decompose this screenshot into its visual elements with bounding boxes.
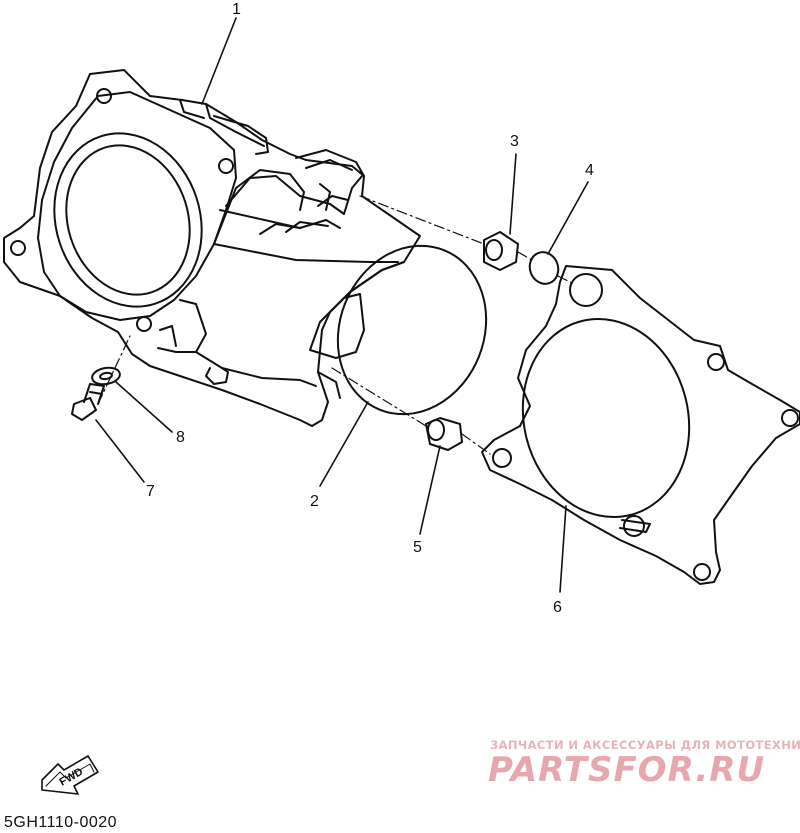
leader-5 xyxy=(419,445,441,535)
cylinder-gasket-part-6 xyxy=(481,265,800,585)
watermark-brand: PARTSFOR.RU xyxy=(488,750,766,790)
leader-2 xyxy=(319,401,369,487)
watermark-tagline: ЗАПЧАСТИ И АКСЕССУАРЫ ДЛЯ МОТОТЕХНИКИ xyxy=(490,738,800,752)
callout-3: 3 xyxy=(510,133,519,150)
fwd-arrow-icon: FWD xyxy=(41,755,99,795)
callout-5: 5 xyxy=(413,539,422,556)
leader-3 xyxy=(509,153,517,235)
gasket-part-2 xyxy=(336,244,488,416)
callout-1: 1 xyxy=(232,1,241,18)
bolt-part-7 xyxy=(71,383,105,421)
leader-4 xyxy=(547,181,589,255)
o-ring-part-4 xyxy=(528,251,560,285)
leader-6 xyxy=(559,505,567,593)
alignment-lines xyxy=(97,195,575,455)
leader-8 xyxy=(115,381,173,433)
leader-7 xyxy=(95,419,145,483)
leader-1 xyxy=(201,17,237,105)
callout-7: 7 xyxy=(146,483,155,500)
cylinder-part-1 xyxy=(3,69,421,427)
callout-2: 2 xyxy=(310,493,319,510)
dowel-pin-part-3 xyxy=(483,231,519,271)
callout-4: 4 xyxy=(585,162,594,179)
diagram-code: 5GH1110-0020 xyxy=(4,814,118,831)
leader-lines xyxy=(95,17,589,593)
callout-6: 6 xyxy=(553,599,562,616)
callout-8: 8 xyxy=(176,429,185,446)
dowel-pin-part-5 xyxy=(425,417,463,451)
